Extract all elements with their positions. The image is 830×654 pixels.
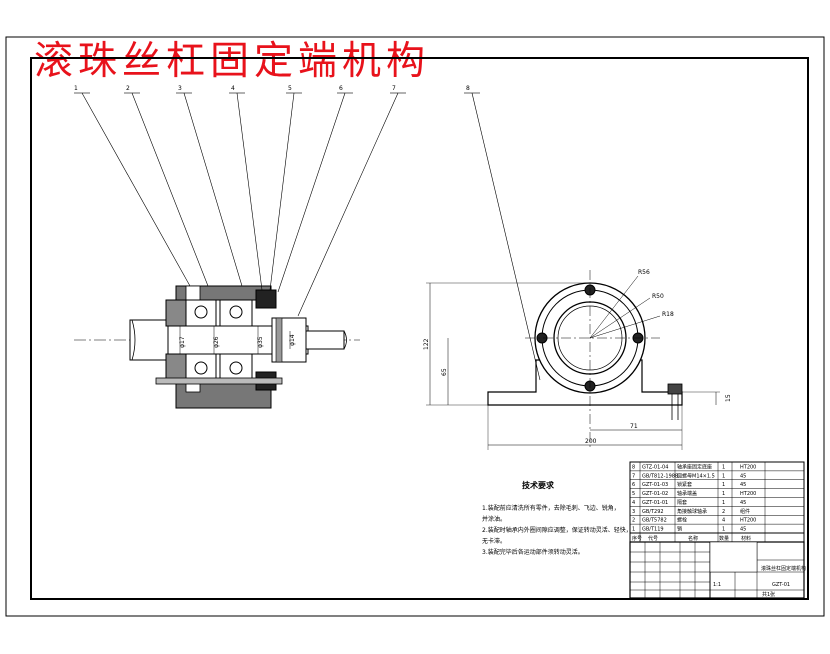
dim-r-outer: R56 (638, 269, 650, 276)
bom-cell-mat: HT200 (740, 464, 756, 470)
bom-cell-no: 7 (632, 473, 635, 479)
bom-cell-qty: 2 (722, 509, 725, 515)
bom-cell-name: 轴承座固定底座 (677, 463, 712, 470)
dim-dia-3: φ35 (257, 336, 264, 348)
callout-leaders (74, 92, 541, 381)
tech-note-line-1: 1.装配前应清洗所有零件，去除毛刺、飞边、锐角， (482, 504, 620, 512)
title-block-sheet: 共1张 (762, 591, 775, 598)
drawing-title: 滚珠丝杠固定端机构 (34, 39, 431, 84)
dim-dia-2: φ26 (213, 336, 220, 348)
bom-cell-mat: 45 (740, 473, 746, 479)
bom-cell-name: 螺栓 (677, 517, 687, 524)
callout-numbers: 1 2 3 4 5 6 7 8 (74, 85, 470, 92)
bom-cell-mat: HT200 (740, 518, 756, 524)
callout-5: 5 (288, 85, 292, 92)
tech-notes-heading: 技术要求 (522, 480, 555, 490)
callout-2: 2 (126, 85, 130, 92)
bom-header-code: 代号 (648, 535, 658, 542)
dim-height-center: 65 (441, 368, 448, 376)
technical-notes: 技术要求 1.装配前应清洗所有零件，去除毛刺、飞边、锐角， 并涂油。 2.装配时… (482, 480, 632, 556)
outer-frame (5, 36, 825, 617)
inner-frame (30, 57, 809, 600)
bom-header-no: 序号 (632, 535, 642, 542)
bom-cell-code: GB/T5782 (642, 518, 667, 524)
dim-r-inner: R18 (662, 311, 674, 318)
title-block-name: 滚珠丝杠固定端机构 (761, 565, 806, 572)
callout-1: 1 (74, 85, 78, 92)
bom-header-name: 名称 (688, 535, 698, 542)
bom-cell-code: GTZ-01-04 (642, 464, 668, 470)
dim-foot-height: 15 (725, 394, 732, 402)
callout-6: 6 (339, 85, 343, 92)
tech-note-line-4: 无卡滞。 (482, 537, 506, 545)
tech-note-line-2: 并涂油。 (482, 515, 506, 523)
bom-cell-name: 圆螺母M14×1.5 (677, 472, 715, 479)
bom-header-mat: 材料 (741, 535, 751, 542)
bom-cell-code: GZT-01-03 (642, 482, 668, 488)
bom-cell-mat: 45 (740, 527, 746, 533)
callout-8: 8 (466, 85, 470, 92)
bom-cell-name: 销 (677, 526, 682, 533)
bom-cell-code: GB/T812-1988 (642, 473, 678, 479)
bom-cell-code: GB/T119 (642, 527, 664, 533)
bom-cell-qty: 1 (722, 491, 725, 497)
dim-dia-4: φ14 (289, 334, 296, 346)
bom-cell-name: 锁紧套 (677, 481, 692, 488)
callout-3: 3 (178, 85, 182, 92)
bom-cell-qty: 1 (722, 464, 725, 470)
dim-dia-1: φ17 (179, 336, 186, 348)
title-block-scale: 1:1 (713, 582, 721, 588)
bom-cell-qty: 1 (722, 482, 725, 488)
title-block-drawing-no: GZT-01 (772, 582, 790, 588)
bom-cell-no: 3 (632, 509, 635, 515)
bom-cell-qty: 1 (722, 473, 725, 479)
bom-cell-code: GB/T292 (642, 509, 664, 515)
bom-cell-name: 角接触球轴承 (677, 508, 707, 515)
tech-note-line-3: 2.装配时轴承内外圈间隙应调整，保证转动灵活、轻快， (482, 526, 632, 534)
bom-cell-no: 5 (632, 491, 635, 497)
dim-r-mid: R50 (652, 293, 664, 300)
bom-cell-mat: 组件 (740, 508, 750, 515)
callout-7: 7 (392, 85, 396, 92)
bom-cell-no: 6 (632, 482, 635, 488)
bom-cell-code: GZT-01-01 (642, 500, 668, 506)
bom-cell-code: GZT-01-02 (642, 491, 668, 497)
dim-half-span: 71 (630, 423, 638, 430)
bom-cell-mat: 45 (740, 482, 746, 488)
bom-cell-name: 隔套 (677, 499, 687, 506)
tech-note-line-5: 3.装配完毕后各运动部件须转动灵活。 (482, 548, 584, 556)
bom-cell-no: 8 (632, 464, 635, 470)
bom-cell-qty: 1 (722, 500, 725, 506)
bom-cell-name: 轴承端盖 (677, 490, 697, 497)
section-view: φ17 φ26 φ35 φ14 (74, 285, 360, 409)
front-view (426, 270, 720, 450)
bom-cell-qty: 4 (722, 518, 725, 524)
title-block: 滚珠丝杠固定端机构 GZT-01 1:1 共1张 (629, 541, 806, 599)
callout-4: 4 (231, 85, 235, 92)
bom-cell-qty: 1 (722, 527, 725, 533)
bom-cell-no: 2 (632, 518, 635, 524)
bom-cell-no: 1 (632, 527, 635, 533)
bom-cell-mat: 45 (740, 500, 746, 506)
bom-cell-mat: HT200 (740, 491, 756, 497)
dim-height-total: 122 (423, 338, 430, 350)
bom-header-qty: 数量 (719, 535, 729, 542)
bom-cell-no: 4 (632, 500, 635, 506)
dim-width-total: 200 (585, 438, 597, 445)
